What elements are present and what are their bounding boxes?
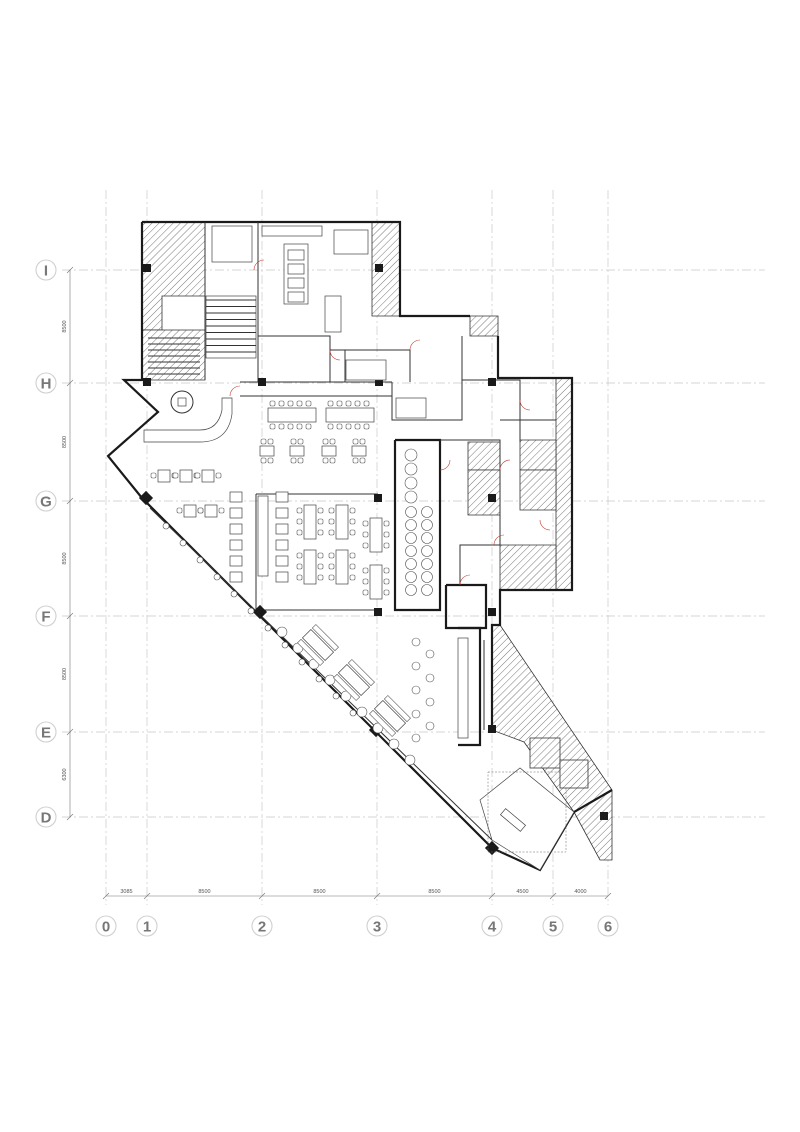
grid-bubble-col-0: 0 (95, 915, 117, 937)
column-grid-bubbles: 0 1 2 3 4 5 6 (95, 915, 619, 937)
wall-west (106, 222, 160, 499)
display-tanks (404, 448, 433, 596)
grid-label-row: F (41, 609, 50, 626)
kitchen-equipment (211, 225, 427, 419)
dimension-col-spacing: 4500 (516, 889, 528, 895)
dimension-row-spacing: 8500 (62, 668, 68, 680)
hatch-zone-top-strip (469, 315, 499, 337)
structural-columns (138, 264, 608, 856)
grid-bubble-row-H: H (35, 372, 57, 394)
hatch-zone-core-3 (519, 439, 557, 471)
grid-label-row: H (41, 376, 52, 393)
doors (229, 259, 551, 586)
dining-furniture (150, 400, 435, 766)
hatch-zone-core-4 (519, 469, 557, 511)
terrace (479, 737, 589, 871)
dimension-row-spacing: 8500 (62, 552, 68, 564)
hatch-zone-core-5 (499, 544, 557, 591)
grid-bubble-col-4: 4 (481, 915, 503, 937)
grid-bubble-col-1: 1 (136, 915, 158, 937)
grid-label-col: 4 (488, 919, 497, 936)
dimension-row-spacing: 8500 (62, 436, 68, 448)
grid-label-row: E (41, 725, 51, 742)
dimension-row-spacing: 6300 (62, 768, 68, 780)
grid-label-col: 3 (373, 919, 381, 936)
spiral-stair-icon (170, 390, 194, 414)
hatch-zone-top-left (141, 221, 206, 331)
grid-label-row: D (41, 810, 52, 827)
dimension-row-spacing: 8500 (62, 320, 68, 332)
dimension-col-spacing: 8500 (313, 889, 325, 895)
grid-bubble-col-5: 5 (542, 915, 564, 937)
dimension-strings: 3085 8500 8500 8500 4500 4000 8500 8500 8500 8500… (62, 266, 612, 900)
dimension-col-spacing: 4000 (574, 889, 586, 895)
dimension-col-spacing: 8500 (428, 889, 440, 895)
hatch-zone-core-2 (467, 469, 501, 516)
grid-bubble-col-3: 3 (366, 915, 388, 937)
booths (297, 624, 411, 737)
dimension-col-spacing: 3085 (120, 889, 132, 895)
grid-bubble-row-F: F (35, 605, 57, 627)
grid-bubble-row-I: I (35, 259, 57, 281)
grid-bubble-row-D: D (35, 806, 57, 828)
grid-label-col: 0 (102, 919, 110, 936)
grid-label-col: 5 (549, 919, 557, 936)
grid-label-row: G (40, 494, 52, 511)
stair (148, 295, 257, 414)
bar-counters (143, 397, 469, 739)
grid-label-col: 2 (258, 919, 266, 936)
wall-north (142, 220, 470, 318)
grid-bubble-col-2: 2 (251, 915, 273, 937)
row-grid-bubbles: I H G F E D (35, 259, 57, 828)
grid-bubble-row-E: E (35, 721, 57, 743)
grid-label-row: I (44, 263, 48, 280)
hatch-zone-core-1 (467, 441, 501, 471)
grid-label-col: 1 (143, 919, 151, 936)
wall-east (490, 336, 574, 730)
grid-bubble-row-G: G (35, 490, 57, 512)
grid-label-col: 6 (604, 919, 612, 936)
hatch-zone-right-wall (555, 377, 573, 591)
glazing-diagonal (149, 507, 493, 841)
grid-bubble-col-6: 6 (597, 915, 619, 937)
dimension-col-spacing: 8500 (198, 889, 210, 895)
